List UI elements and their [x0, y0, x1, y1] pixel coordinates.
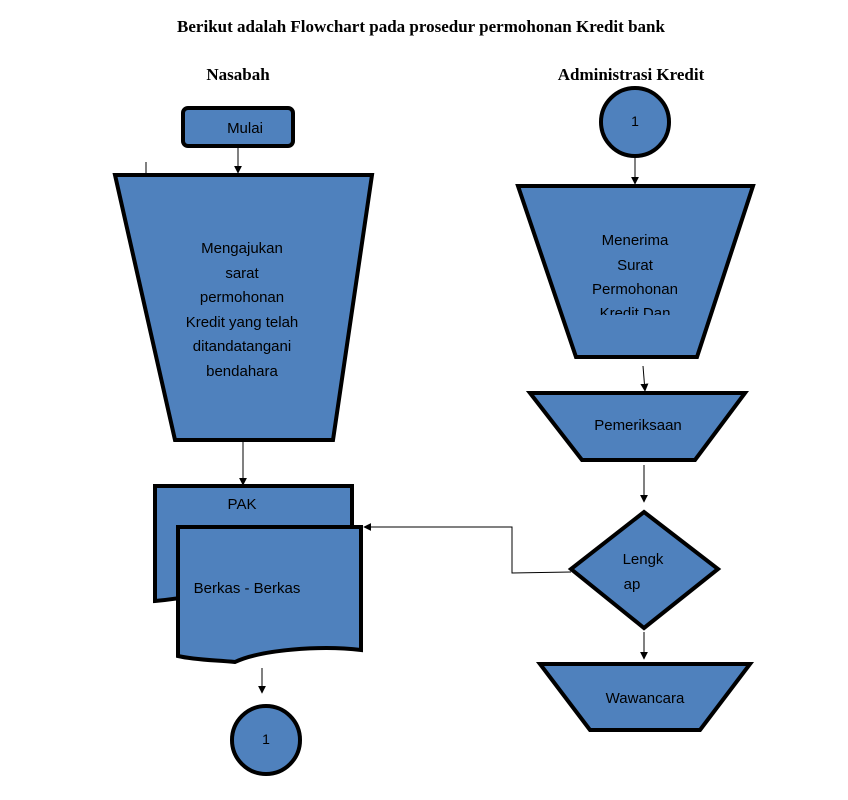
- start-label: Mulai: [227, 120, 263, 137]
- receive-process: Menerima Surat Permohonan Kredit Dan: [515, 184, 756, 359]
- page-title: Berikut adalah Flowchart pada prosedur p…: [177, 17, 665, 36]
- start-terminator: Mulai: [181, 106, 295, 148]
- lane-heading-administrasi: Administrasi Kredit: [558, 65, 705, 84]
- lane-heading-nasabah: Nasabah: [206, 65, 270, 84]
- interview-process: Wawancara: [535, 662, 755, 732]
- receive-line-4: Kredit Dan: [600, 305, 671, 322]
- connector-left-label: 1: [262, 731, 270, 747]
- multi-document: PAK Berkas - Berkas: [153, 484, 363, 665]
- interview-label: Wawancara: [606, 690, 685, 707]
- document-back-label: PAK: [228, 496, 257, 513]
- receive-line-2: Surat: [617, 257, 654, 274]
- connector-left: 1: [230, 704, 302, 776]
- decision-complete: Lengk ap: [567, 509, 722, 631]
- document-front: [176, 525, 363, 665]
- connector-right-label: 1: [631, 113, 639, 129]
- check-label: Pemeriksaan: [594, 417, 682, 434]
- decision-line-1: Lengk: [623, 551, 664, 568]
- decision-line-2: ap: [624, 576, 641, 593]
- edge-decision-docs: [363, 523, 572, 574]
- check-process: Pemeriksaan: [525, 391, 749, 462]
- apply-line-6: bendahara: [206, 363, 278, 380]
- document-front-label: Berkas - Berkas: [194, 580, 301, 597]
- receive-line-3: Permohonan: [592, 281, 678, 298]
- apply-line-2: sarat: [225, 265, 259, 282]
- receive-line-1: Menerima: [602, 232, 669, 249]
- apply-line-5: ditandatangani: [193, 338, 291, 355]
- edge-receive-check: [640, 365, 649, 392]
- apply-process: Mengajukan sarat permohonan Kredit yang …: [112, 173, 375, 442]
- apply-line-4: Kredit yang telah: [186, 314, 299, 331]
- connector-right: 1: [599, 86, 671, 158]
- apply-line-3: permohonan: [200, 289, 284, 306]
- apply-line-1: Mengajukan: [201, 240, 283, 257]
